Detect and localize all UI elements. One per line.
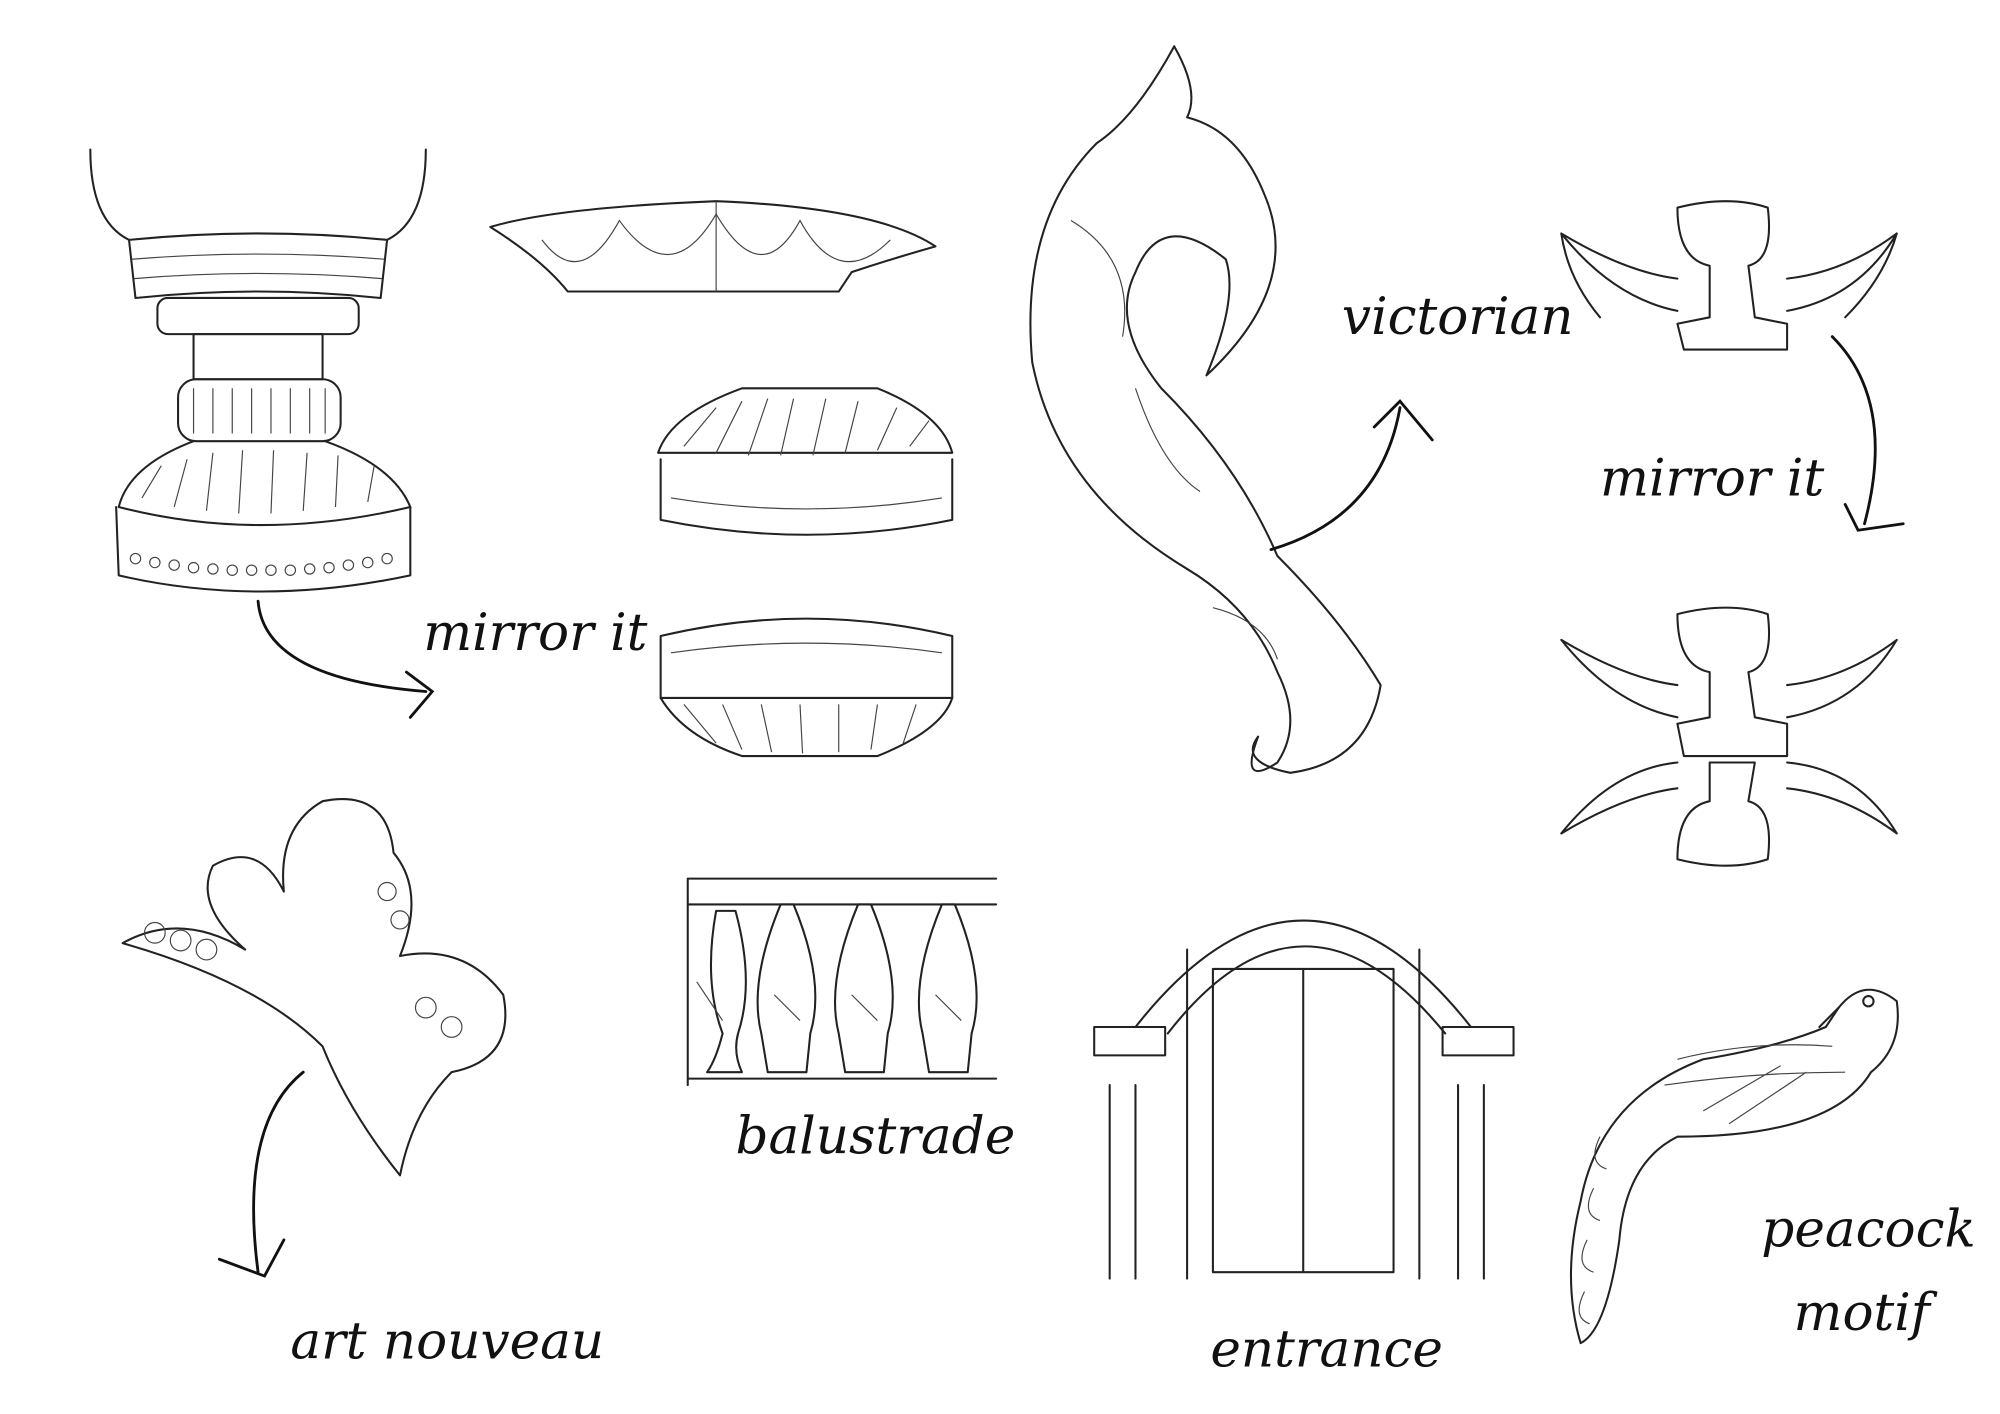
label-motif: motif xyxy=(1794,1283,1938,1343)
label-balustrade: balustrade xyxy=(735,1106,1015,1166)
peacock-motif-sketch xyxy=(1569,988,1899,1345)
mirrored-fleur-motif-sketch xyxy=(1560,606,1898,867)
label-mirror-it-left: mirror it xyxy=(423,603,647,663)
label-peacock: peacock xyxy=(1761,1199,1976,1259)
label-entrance: entrance xyxy=(1210,1319,1443,1379)
entrance-sketch xyxy=(1093,919,1515,1280)
fleur-motif-sketch xyxy=(1560,200,1905,532)
art-nouveau-sketch xyxy=(121,798,507,1278)
leaf-band-sketch xyxy=(489,200,937,293)
label-art-nouveau: art nouveau xyxy=(290,1312,604,1372)
victorian-scroll-sketch xyxy=(1029,45,1434,774)
balustrade-sketch xyxy=(686,877,998,1087)
label-victorian: victorian xyxy=(1342,287,1574,347)
label-mirror-it-right: mirror it xyxy=(1600,448,1824,508)
mirrored-bowls-sketch xyxy=(657,387,954,758)
column-capital-sketch xyxy=(89,148,435,719)
